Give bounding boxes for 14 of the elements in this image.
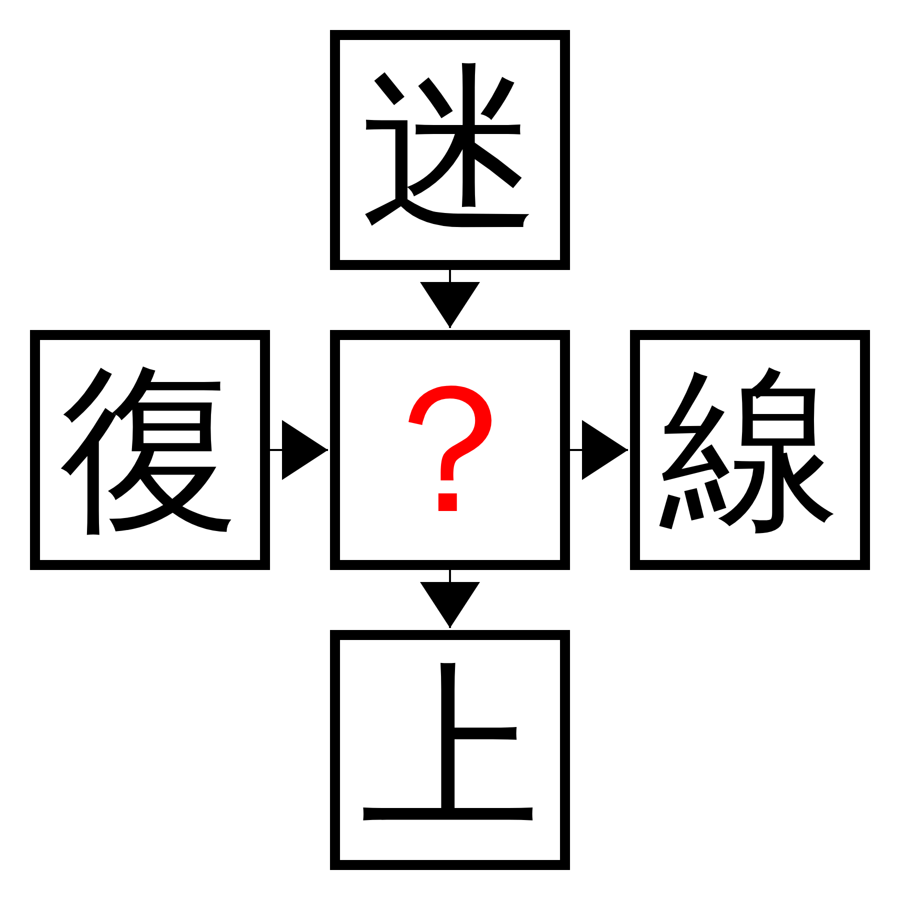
- character-box: [330, 30, 570, 270]
- question-mark: ？: [360, 360, 540, 540]
- kanji-character: 復: [60, 360, 240, 540]
- arrow: [570, 420, 628, 480]
- character-box: [30, 330, 270, 570]
- character-box: [630, 330, 870, 570]
- kanji-character: 迷: [360, 60, 540, 240]
- kanji-character: 線: [660, 360, 840, 540]
- arrow: [420, 570, 480, 628]
- kanji-character: 上: [360, 660, 540, 840]
- character-box: [330, 630, 570, 870]
- arrow: [270, 420, 328, 480]
- character-box: [330, 330, 570, 570]
- arrow: [420, 270, 480, 328]
